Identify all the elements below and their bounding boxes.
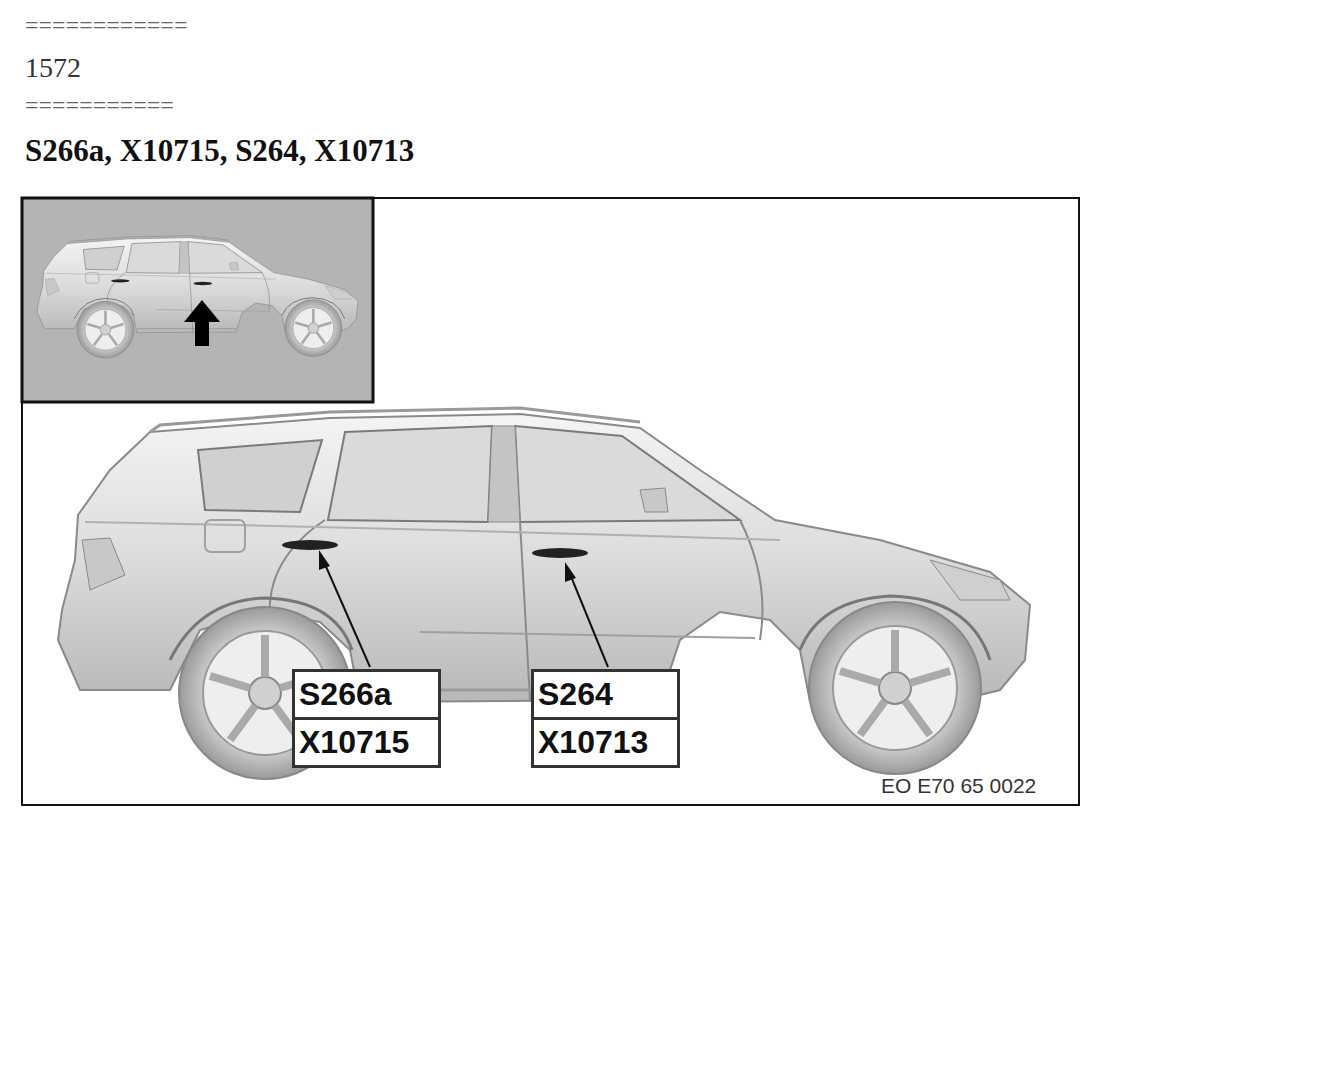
- callout-number: X10713: [534, 717, 677, 765]
- callout-number: S266a: [295, 672, 438, 717]
- separator-line: ===========: [25, 92, 174, 119]
- separator-line: ============: [25, 12, 187, 39]
- callout-number: S264: [534, 672, 677, 717]
- callout-number: X10715: [295, 717, 438, 765]
- figure-code: EO E70 65 0022: [881, 774, 1036, 798]
- page-number: 1572: [25, 52, 81, 84]
- callout-box: S264X10713: [531, 669, 680, 768]
- callout-box: S266aX10715: [292, 669, 441, 768]
- diagram-title: S266a, X10715, S264, X10713: [25, 133, 414, 169]
